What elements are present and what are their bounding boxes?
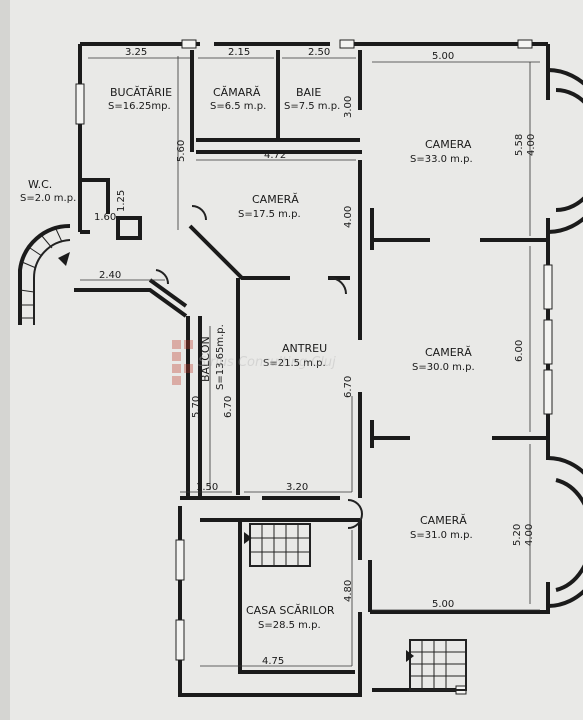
- room-name-wc: W.C.: [28, 178, 52, 191]
- stairs-spiral: [18, 223, 71, 325]
- room-name-bucatarie: BUCĂTĂRIE: [110, 86, 172, 99]
- dim-5-00-bot: 5.00: [432, 599, 454, 610]
- room-name-casa-scarilor: CASA SCĂRILOR: [246, 604, 335, 617]
- dim-6-00: 6.00: [514, 340, 525, 362]
- room-name-antreu: ANTREU: [282, 342, 327, 355]
- dim-4-00-mid: 4.00: [343, 206, 354, 228]
- room-area-balcon: S=13.65m.p.: [215, 324, 226, 390]
- doors: [155, 205, 363, 529]
- dim-5-58: 5.58: [514, 134, 525, 156]
- room-name-balcon: BALCON: [199, 336, 212, 382]
- room-area-camera-se: S=31.0 m.p.: [410, 530, 473, 541]
- dim-3-00: 3.00: [343, 96, 354, 118]
- watermark-logo: [172, 340, 181, 349]
- room-area-baie: S=7.5 m.p.: [284, 101, 340, 112]
- watermark: Sirius Consulting Cluj: [172, 340, 336, 385]
- dim-1-50: 1.50: [196, 482, 218, 493]
- dim-1-60: 1.60: [94, 212, 116, 223]
- dim-6-70-right: 6.70: [343, 376, 354, 398]
- dim-5-60: 5.60: [176, 140, 187, 162]
- dimension-labels: 3.25 2.15 2.50 5.00 3.00 5.60 4.72 5.58 …: [94, 47, 537, 667]
- dim-4-72: 4.72: [264, 150, 286, 161]
- interior-walls: [74, 50, 548, 674]
- dim-5-00-top: 5.00: [432, 51, 454, 62]
- room-area-camera-mid: S=17.5 m.p.: [238, 209, 301, 220]
- dim-5-70: 5.70: [191, 396, 202, 418]
- dimension-lines: [80, 56, 540, 667]
- room-name-camera-mid: CAMERĂ: [252, 193, 299, 206]
- room-name-camera-ne: CAMERA: [425, 138, 472, 151]
- dim-2-50: 2.50: [308, 47, 330, 58]
- dim-1-25: 1.25: [116, 190, 127, 212]
- dim-6-70-left: 6.70: [223, 396, 234, 418]
- room-area-antreu: S=21.5 m.p.: [263, 358, 326, 369]
- room-area-camera-ne: S=33.0 m.p.: [410, 154, 473, 165]
- room-labels: BUCĂTĂRIE S=16.25mp. CĂMARĂ S=6.5 m.p. B…: [20, 86, 475, 631]
- dim-4-80: 4.80: [343, 580, 354, 602]
- exterior-walls: [78, 42, 583, 697]
- room-area-wc: S=2.0 m.p.: [20, 193, 76, 204]
- dim-4-00-bot: 4.00: [524, 524, 535, 546]
- dim-2-40: 2.40: [99, 270, 121, 281]
- room-name-camara: CĂMARĂ: [213, 86, 261, 99]
- stairs-exterior: [406, 639, 467, 691]
- room-name-baie: BAIE: [296, 86, 321, 99]
- room-name-camera-e: CAMERĂ: [425, 346, 472, 359]
- stairs-interior: [244, 523, 311, 567]
- dim-5-20: 5.20: [512, 524, 523, 546]
- room-area-casa-scarilor: S=28.5 m.p.: [258, 620, 321, 631]
- dim-2-15: 2.15: [228, 47, 250, 58]
- dim-4-00-top: 4.00: [526, 134, 537, 156]
- room-area-bucatarie: S=16.25mp.: [108, 101, 171, 112]
- room-name-camera-se: CAMERĂ: [420, 514, 467, 527]
- room-area-camara: S=6.5 m.p.: [210, 101, 266, 112]
- watermark-text: Sirius Consulting Cluj: [198, 355, 336, 370]
- room-area-camera-e: S=30.0 m.p.: [412, 362, 475, 373]
- dim-3-20: 3.20: [286, 482, 308, 493]
- dim-3-25: 3.25: [125, 47, 147, 58]
- page-edge: [0, 0, 10, 720]
- dim-4-75: 4.75: [262, 656, 284, 667]
